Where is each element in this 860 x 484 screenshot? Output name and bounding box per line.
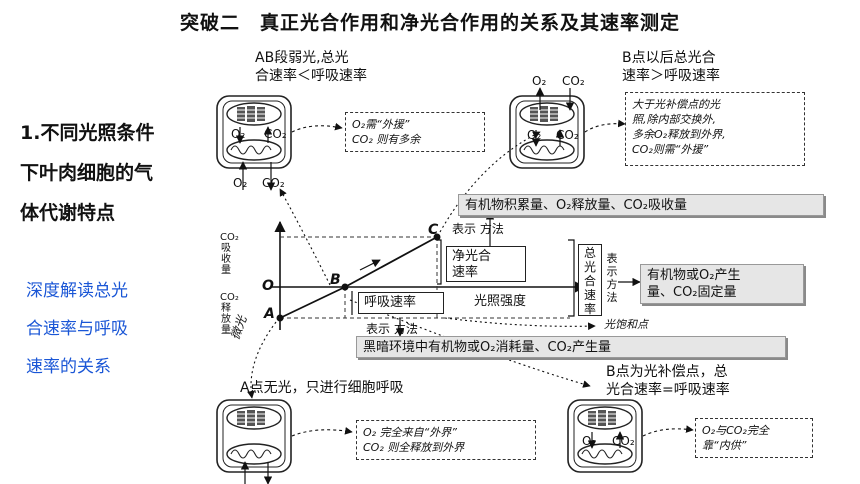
line-direction-arrow — [359, 259, 381, 271]
tl-note: O₂需“外援” CO₂ 则有多余 — [345, 112, 485, 152]
cell-bottom-left — [216, 399, 292, 473]
page-title: 突破二 真正光合作用和净光合作用的关系及其速率测定 — [179, 12, 680, 34]
point-b-dot — [341, 283, 349, 291]
net-rate-line-2: 速率 — [452, 265, 479, 280]
tr-o2-outer: O₂ — [532, 74, 547, 88]
total-expression-box: 有机物或O₂产生 量、CO₂固定量 — [640, 264, 804, 304]
express-method-net: 表示 方法 — [452, 222, 504, 236]
br-note: O₂与CO₂完全 靠“内供” — [695, 418, 813, 458]
total-rate-char-4: 速 — [583, 288, 596, 302]
connector-tr-note — [584, 119, 626, 133]
bl-note-line-1: O₂ 完全来自“外界” — [363, 426, 457, 439]
express-char-4: 法 — [606, 291, 618, 304]
point-c-label: C — [428, 222, 439, 238]
br-co2-inner: CO₂ — [612, 434, 635, 448]
total-rate-char-1: 总 — [583, 246, 596, 260]
connector-tl-note — [291, 122, 343, 133]
br-caption-1: B点为光补偿点，总 — [606, 364, 728, 380]
subheading-line-1: 深度解读总光 — [26, 281, 128, 301]
subheading-line-3: 速率的关系 — [26, 357, 111, 377]
connector-bl-note — [291, 427, 353, 437]
br-o2-inner: O₂ — [582, 434, 597, 448]
total-expr-line-1: 有机物或O₂产生 — [647, 268, 741, 283]
tr-caption-1: B点以后总光合 — [622, 50, 716, 66]
point-c-dot — [433, 233, 441, 241]
tl-note-line-2: CO₂ 则有多余 — [352, 133, 421, 146]
heading-line-3: 体代谢特点 — [20, 202, 116, 224]
dotted-b-to-bottomright — [349, 299, 591, 388]
net-rate-bracket — [437, 239, 442, 285]
br-note-line-1: O₂与CO₂完全 — [702, 424, 769, 437]
tl-caption-1: AB段弱光,总光 — [255, 50, 349, 66]
tl-o2-outer: O₂ — [233, 176, 248, 190]
bl-caption: A点无光，只进行细胞呼吸 — [240, 380, 404, 396]
tr-o2-inner: O₂ — [527, 128, 542, 142]
saturation-label: 光饱和点 — [604, 318, 648, 331]
origin-label: O — [262, 278, 274, 294]
express-char-2: 示 — [606, 265, 618, 278]
total-rate-char-3: 合 — [583, 274, 596, 288]
net-expression-box: 有机物积累量、O₂释放量、CO₂吸收量 — [458, 194, 824, 216]
net-rate-line-1: 净光合 — [452, 249, 492, 264]
dotted-ab-to-topleft — [279, 188, 331, 286]
heading-line-2: 下叶肉细胞的气 — [20, 162, 154, 184]
point-a-label: A — [264, 306, 275, 322]
resp-rate-box: 呼吸速率 — [358, 292, 444, 314]
express-char-1: 表 — [606, 252, 618, 265]
tr-note-line-1: 大于光补偿点的光 — [632, 98, 720, 111]
express-method-resp: 表示 方法 — [366, 322, 418, 336]
point-b-label: B — [330, 272, 341, 288]
dotted-saturation — [444, 317, 596, 331]
x-axis-label: 光照强度 — [474, 294, 527, 309]
express-vertical: 表 示 方 法 — [606, 252, 618, 304]
tr-note-line-3: 多余O₂释放到外界, — [632, 128, 726, 141]
connector-br-note — [642, 425, 694, 437]
total-expr-line-2: 量、CO₂固定量 — [647, 285, 737, 300]
tl-caption-2: 合速率＜呼吸速率 — [255, 68, 367, 84]
tr-co2-inner: CO₂ — [556, 128, 579, 142]
tr-note-line-4: CO₂则需“外援” — [632, 143, 709, 156]
tl-note-line-1: O₂需“外援” — [352, 118, 410, 131]
br-caption-2: 光合速率=呼吸速率 — [606, 382, 730, 398]
bl-note: O₂ 完全来自“外界” CO₂ 则全释放到外界 — [356, 420, 536, 460]
point-a-dot — [276, 314, 284, 322]
tr-caption-2: 速率＞呼吸速率 — [622, 68, 720, 84]
tr-note-line-2: 照,除内部交换外, — [632, 113, 716, 126]
dotted-c-to-topright — [439, 131, 541, 233]
total-rate-char-2: 光 — [583, 260, 596, 274]
express-char-3: 方 — [606, 278, 618, 291]
subheading-line-2: 合速率与呼吸 — [26, 319, 128, 339]
total-rate-char-5: 率 — [583, 302, 596, 316]
total-rate-box: 总 光 合 速 率 — [578, 244, 602, 316]
net-rate-box: 净光合 速率 — [446, 246, 526, 282]
br-note-line-2: 靠“内供” — [702, 439, 747, 452]
y-up-label: CO₂吸收量 — [220, 232, 239, 276]
resp-expression-box: 黑暗环境中有机物或O₂消耗量、CO₂产生量 — [356, 336, 786, 358]
tr-co2-outer: CO₂ — [562, 74, 585, 88]
heading-line-1: 1.不同光照条件 — [20, 122, 155, 144]
tl-o2-inner: O₂ — [231, 127, 246, 141]
y-down-label: CO₂释放量 — [220, 292, 239, 336]
tr-note: 大于光补偿点的光 照,除内部交换外, 多余O₂释放到外界, CO₂则需“外援” — [625, 92, 805, 166]
total-rate-bracket — [568, 239, 575, 317]
tl-co2-inner: CO₂ — [264, 127, 287, 141]
tl-co2-outer: CO₂ — [262, 176, 285, 190]
bl-note-line-2: CO₂ 则全释放到外界 — [363, 441, 465, 454]
